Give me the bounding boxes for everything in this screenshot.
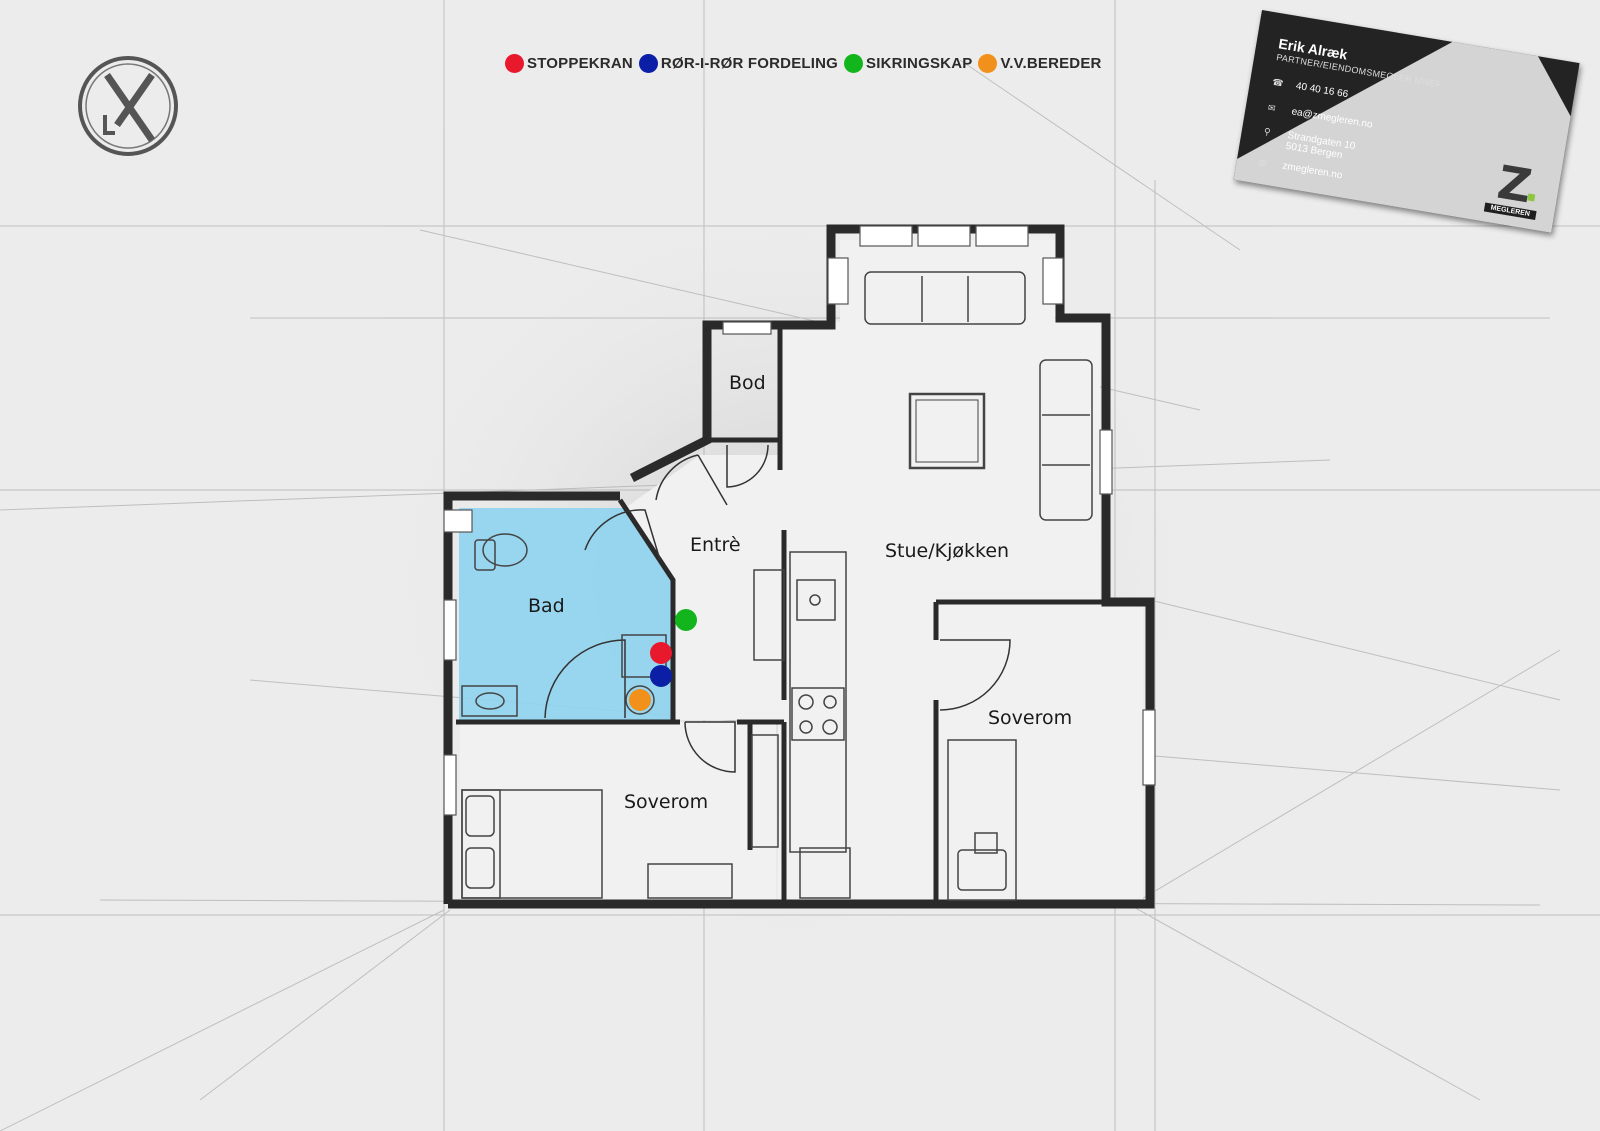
room-label-entre: Entrè: [690, 534, 741, 556]
stamp-logo-icon: [78, 56, 178, 156]
legend-item-ror-i-ror: RØR-I-RØR FORDELING: [638, 54, 839, 73]
marker-vv-bereder-ring: [625, 685, 655, 715]
card-phone: 40 40 16 66: [1294, 80, 1349, 101]
legend-label: V.V.BEREDER: [1000, 55, 1102, 72]
bathroom-fill: [459, 508, 672, 720]
room-label-soverom-left: Soverom: [624, 791, 708, 813]
legend-dot-icon: [638, 54, 658, 73]
legend-item-sikringskap: SIKRINGSKAP: [844, 54, 972, 73]
legend-dot-icon: [844, 54, 864, 73]
marker-ror-i-ror: [650, 665, 672, 687]
location-pin-icon: ⚲: [1263, 126, 1272, 138]
marker-vv-bereder: [629, 689, 651, 711]
logo-letter: Z: [1493, 154, 1536, 214]
card-phone-row: ☎ 40 40 16 66: [1271, 76, 1349, 101]
globe-icon: ◍: [1258, 156, 1268, 168]
legend-item-stoppekran: STOPPEKRAN: [505, 54, 633, 73]
legend-dot-icon: [978, 54, 998, 73]
utility-markers: [625, 609, 697, 715]
phone-icon: ☎: [1271, 76, 1285, 89]
marker-stoppekran: [650, 642, 672, 664]
room-label-bad: Bad: [528, 595, 565, 617]
megleren-logo: Z MEGLEREN: [1483, 154, 1544, 220]
legend-label: RØR-I-RØR FORDELING: [660, 55, 839, 72]
room-label-bod: Bod: [729, 372, 766, 394]
logo-dot: [1527, 193, 1536, 202]
room-label-stue-kjokken: Stue/Kjøkken: [885, 540, 1009, 562]
legend: STOPPEKRAN RØR-I-RØR FORDELING SIKRINGSK…: [505, 54, 1108, 73]
marker-sikringskap: [675, 609, 697, 631]
room-label-soverom-right: Soverom: [988, 707, 1072, 729]
legend-label: STOPPEKRAN: [527, 55, 633, 72]
mail-icon: ✉: [1267, 102, 1277, 114]
legend-label: SIKRINGSKAP: [866, 55, 973, 72]
legend-dot-icon: [505, 54, 524, 73]
legend-item-vv-bereder: V.V.BEREDER: [978, 54, 1101, 73]
